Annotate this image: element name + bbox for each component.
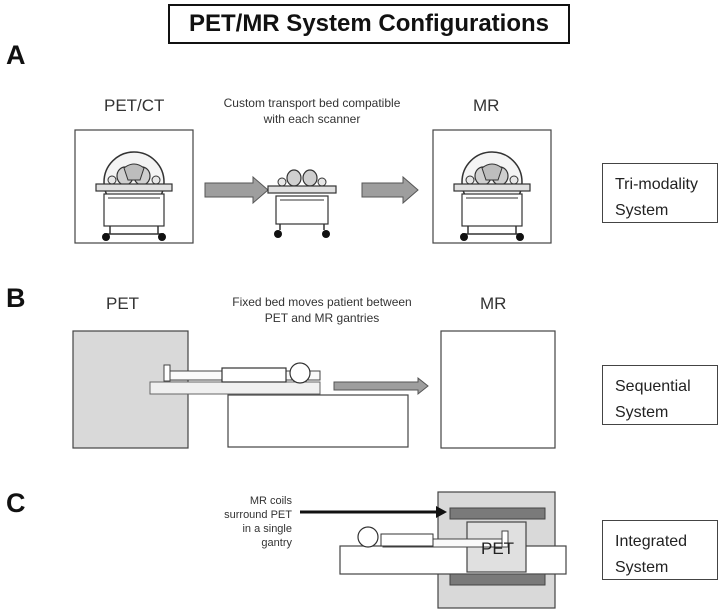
- patient-table-c: [339, 545, 567, 575]
- integrated-line2: System: [615, 559, 669, 576]
- sequential-line1: Sequential: [615, 378, 691, 395]
- section-b-caption: Fixed bed moves patient between PET and …: [212, 294, 432, 326]
- arrow-b: [333, 376, 429, 396]
- page-title: PET/MR System Configurations: [168, 4, 570, 44]
- tri-modality-line2: System: [615, 202, 669, 219]
- mr-gantry-b: [440, 330, 556, 449]
- integrated-line1: Integrated: [615, 533, 688, 550]
- head-support-b: [163, 364, 171, 382]
- section-b-letter: B: [6, 283, 26, 313]
- patient-head-c: [357, 526, 379, 548]
- mr-label-b: MR: [480, 294, 507, 313]
- section-c-note-line4: gantry: [261, 537, 292, 549]
- pet-label-c: PET: [481, 539, 515, 558]
- section-a-caption: Custom transport bed compatible with eac…: [202, 95, 422, 127]
- arrow-a2: [361, 175, 419, 205]
- transport-bed-icon: [267, 169, 337, 238]
- mr-label-a: MR: [473, 96, 500, 115]
- title-text: PET/MR System Configurations: [188, 10, 550, 37]
- section-c-note-line3: in a single: [242, 523, 292, 535]
- section-c-note: MR coils surround PET in a single gantry: [200, 494, 292, 550]
- patient-body-c: [380, 533, 434, 547]
- section-c-note-line2: surround PET: [224, 509, 292, 521]
- pet-label-b: PET: [106, 294, 140, 313]
- section-a-caption-line2: with each scanner: [263, 112, 361, 126]
- pointer-arrowhead-c: [436, 506, 447, 518]
- integrated-box: Integrated System: [602, 520, 718, 580]
- tri-modality-line1: Tri-modality: [615, 176, 698, 193]
- section-b-caption-line2: PET and MR gantries: [264, 311, 380, 325]
- section-a-caption-line1: Custom transport bed compatible: [223, 96, 401, 110]
- fixed-bed-b: [149, 381, 321, 395]
- section-a-letter: A: [6, 40, 26, 70]
- mr-coil-bottom: [449, 573, 546, 586]
- patient-body-b: [221, 367, 287, 383]
- patient-head-b: [289, 362, 311, 384]
- head-support-c: [501, 530, 509, 548]
- arrow-a1: [204, 175, 269, 205]
- section-c-letter: C: [6, 488, 26, 518]
- sequential-line2: System: [615, 404, 669, 421]
- patient-table-base-b: [227, 394, 409, 448]
- sequential-box: Sequential System: [602, 365, 718, 425]
- tri-modality-box: Tri-modality System: [602, 163, 718, 223]
- mr-coil-top: [449, 507, 546, 520]
- petct-label: PET/CT: [104, 96, 165, 115]
- section-b-caption-line1: Fixed bed moves patient between: [232, 295, 412, 309]
- section-c-note-line1: MR coils: [249, 495, 292, 507]
